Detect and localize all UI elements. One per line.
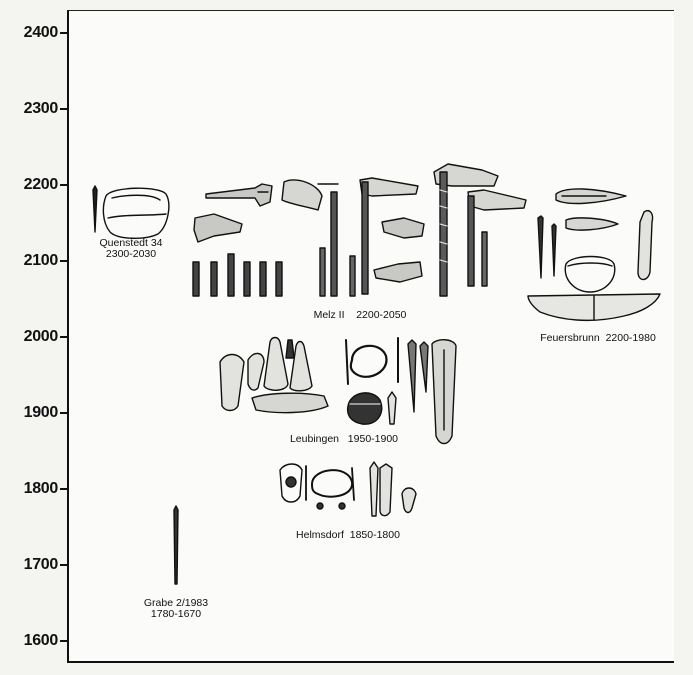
grabe-pin	[173, 505, 179, 585]
dagger-2	[565, 217, 619, 231]
label-leubingen-name: Leubingen	[289, 433, 340, 445]
axis-tick-1600: 1600	[23, 632, 59, 649]
helmsdorf-artifacts	[279, 461, 417, 517]
label-quenstedt: Quenstedt 34 2300-2030	[96, 238, 166, 260]
pin-2	[551, 223, 557, 277]
leubingen-chisel	[285, 339, 295, 359]
leubingen-chisel-2	[387, 391, 397, 425]
tube-4	[243, 261, 251, 297]
axis-tick-mark	[60, 336, 69, 338]
label-grabe-name: Grabe 2/1983	[143, 597, 209, 609]
leubingen-axe-3	[263, 336, 289, 391]
helmsdorf-ring	[311, 469, 354, 498]
shaft-1	[330, 191, 338, 297]
shaft-6	[467, 195, 475, 287]
pendant	[637, 210, 654, 281]
label-helmsdorf: Helmsdorf 1850-1800	[282, 530, 414, 541]
axis-tick-mark	[60, 640, 69, 642]
quenstedt-awl	[92, 185, 98, 233]
label-grabe: Grabe 2/1983 1780-1670	[136, 598, 216, 620]
leubingen-artifacts	[219, 336, 457, 445]
melz-artifacts	[192, 163, 527, 297]
tube-5	[259, 261, 267, 297]
leubingen-pin-1	[407, 339, 417, 413]
halberd-8	[467, 189, 527, 211]
grabe-artifacts	[173, 505, 179, 585]
leubingen-halberd	[251, 392, 329, 414]
leubingen-bowl	[346, 392, 383, 425]
helmsdorf-chisel	[379, 463, 393, 517]
leubingen-axe-4	[289, 340, 313, 392]
axis-tick-mark	[60, 32, 69, 34]
axis-tick-2300: 2300	[23, 100, 59, 117]
halberd-1	[205, 183, 273, 207]
label-quenstedt-dates: 2300-2030	[105, 248, 157, 260]
pin-1	[537, 215, 544, 279]
axis-tick-mark	[60, 108, 69, 110]
label-leubingen-dates: 1950-1900	[347, 433, 399, 445]
leubingen-pin-2	[419, 341, 429, 393]
leubingen-axe-1	[219, 353, 245, 412]
label-melz-dates: 2200-2050	[356, 309, 407, 321]
shaft-4	[361, 181, 369, 295]
tube-1	[192, 261, 200, 297]
quenstedt-artifacts	[92, 185, 170, 239]
tube-6	[275, 261, 283, 297]
axis-tick-mark	[60, 184, 69, 186]
label-feuersbrunn-dates: 2200-1980	[605, 332, 656, 344]
helmsdorf-axe	[401, 487, 417, 514]
label-melz-name: Melz II	[313, 309, 345, 321]
label-feuersbrunn-name: Feuersbrunn	[540, 332, 600, 344]
label-helmsdorf-dates: 1850-1800	[349, 529, 400, 541]
label-feuersbrunn: Feuersbrunn 2200-1980	[532, 333, 664, 344]
cup	[564, 255, 616, 293]
axis-tick-1700: 1700	[23, 556, 59, 573]
halberd-4	[359, 177, 419, 197]
shaft-7	[481, 231, 488, 287]
leubingen-axe-2	[247, 352, 265, 391]
axis-tick-mark	[60, 488, 69, 490]
tube-3	[227, 253, 235, 297]
axis-tick-2000: 2000	[23, 328, 59, 345]
label-leubingen: Leubingen 1950-1900	[278, 434, 410, 445]
axis-tick-mark	[60, 564, 69, 566]
chart-frame	[67, 10, 674, 663]
halberd-5	[381, 217, 425, 239]
axis-tick-2400: 2400	[23, 24, 59, 41]
label-grabe-dates: 1780-1670	[150, 608, 202, 620]
leubingen-ring	[349, 344, 388, 378]
tube-2	[210, 261, 218, 297]
helmsdorf-pin-1	[369, 461, 379, 517]
axis-tick-2100: 2100	[23, 252, 59, 269]
axis-tick-2200: 2200	[23, 176, 59, 193]
axis-tick-mark	[60, 260, 69, 262]
label-helmsdorf-name: Helmsdorf	[296, 529, 344, 541]
axis-tick-1900: 1900	[23, 404, 59, 421]
label-quenstedt-name: Quenstedt 34	[99, 237, 163, 249]
axis-tick-1800: 1800	[23, 480, 59, 497]
shaft-3	[349, 255, 356, 297]
helmsdorf-plaque	[279, 463, 303, 503]
halberd-2	[193, 213, 243, 243]
halberd-6	[373, 261, 423, 283]
halberd-3	[281, 179, 323, 211]
feuersbrunn-artifacts	[527, 188, 661, 322]
axis-tick-mark	[60, 412, 69, 414]
label-melz: Melz II 2200-2050	[290, 310, 430, 321]
quenstedt-vessel	[102, 187, 170, 239]
shaft-2	[319, 247, 326, 297]
shaft-5	[439, 171, 448, 297]
halberd-7	[433, 163, 499, 187]
